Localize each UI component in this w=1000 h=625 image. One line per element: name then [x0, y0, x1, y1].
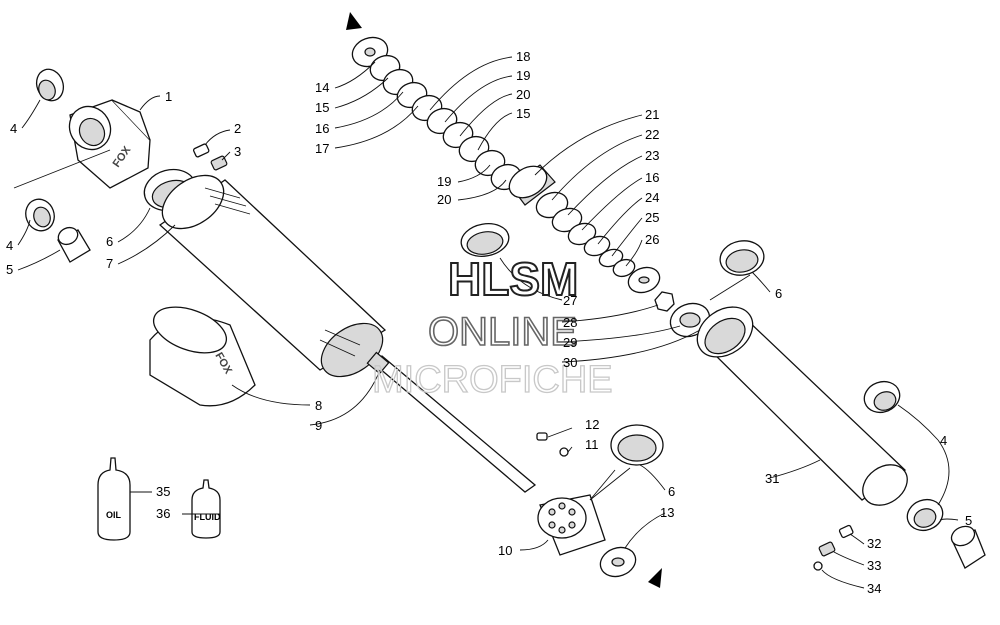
- callout-28: 28: [563, 315, 577, 330]
- callout-34: 34: [867, 581, 881, 596]
- bushing-top-left: [35, 68, 65, 102]
- callout-13: 13: [660, 505, 674, 520]
- callout-36: 36: [156, 506, 170, 521]
- callout-23: 23: [645, 148, 659, 163]
- callout-10: 10: [498, 543, 512, 558]
- ball-34: [813, 561, 823, 571]
- callout-12: 12: [585, 417, 599, 432]
- callout-16-right: 16: [645, 170, 659, 185]
- callout-7: 7: [106, 256, 113, 271]
- callout-35: 35: [156, 484, 170, 499]
- watermark-online: ONLINE: [428, 310, 577, 354]
- callout-11: 11: [585, 437, 599, 452]
- bushing-lower-right: [906, 498, 944, 532]
- direction-arrow-bottom: [648, 568, 662, 588]
- callout-14: 14: [315, 80, 329, 95]
- callout-29: 29: [563, 335, 577, 350]
- callout-25: 25: [645, 210, 659, 225]
- callout-27: 27: [563, 293, 577, 308]
- callout-6-left: 6: [106, 234, 113, 249]
- shaft-9: [366, 351, 537, 493]
- shock-body-7: [158, 174, 387, 378]
- fitting-3: [210, 155, 228, 171]
- callout-33: 33: [867, 558, 881, 573]
- callout-26: 26: [645, 232, 659, 247]
- callout-4-lower-left: 4: [6, 238, 13, 253]
- callout-6-middle: 6: [668, 484, 675, 499]
- watermark-hlsm: HLSM: [448, 253, 578, 305]
- callout-5-right: 5: [965, 513, 972, 528]
- callout-30: 30: [563, 355, 577, 370]
- valve-32: [838, 524, 854, 539]
- bushing-top-right: [863, 380, 901, 414]
- sleeve-8: FOX: [149, 306, 256, 407]
- pin-12: [536, 432, 548, 441]
- washer-13: [599, 546, 637, 578]
- ring-middle: [610, 424, 664, 466]
- shim-stack-lower: [535, 191, 661, 294]
- callout-2: 2: [234, 121, 241, 136]
- callout-6-right: 6: [775, 286, 782, 301]
- callout-15-right: 15: [516, 106, 530, 121]
- nut-28: [654, 291, 675, 312]
- fluid-bottle-label: FLUID: [194, 512, 221, 522]
- callout-9: 9: [315, 418, 322, 433]
- fluid-bottle-36: FLUID: [191, 479, 221, 539]
- callout-5-left: 5: [6, 262, 13, 277]
- piston-10: [537, 494, 606, 556]
- callout-3: 3: [234, 144, 241, 159]
- direction-arrow-top: [346, 12, 362, 30]
- shock-head-eye: FOX: [68, 99, 151, 189]
- spacer-lower-right: [950, 525, 986, 569]
- ball-11: [559, 447, 569, 457]
- piston-21: [508, 164, 556, 206]
- reservoir-body-31: [696, 306, 908, 506]
- callout-4-top-left: 4: [10, 121, 17, 136]
- callout-32: 32: [867, 536, 881, 551]
- callout-15-left: 15: [315, 100, 329, 115]
- callout-21: 21: [645, 107, 659, 122]
- callout-20-top: 20: [516, 87, 530, 102]
- oil-bottle-35: OIL: [97, 457, 131, 541]
- callout-19-lower: 19: [437, 174, 451, 189]
- callout-4-right: 4: [940, 433, 947, 448]
- callout-17: 17: [315, 141, 329, 156]
- callout-31: 31: [765, 471, 779, 486]
- watermark-microfiche: MICROFICHE: [372, 359, 613, 401]
- fitting-2: [192, 143, 210, 158]
- oil-bottle-label: OIL: [106, 510, 122, 520]
- callout-8: 8: [315, 398, 322, 413]
- callout-16-left: 16: [315, 121, 329, 136]
- valve-core-33: [818, 541, 836, 557]
- callout-18: 18: [516, 49, 530, 64]
- ring-right: [719, 240, 765, 276]
- ring-27: [460, 223, 510, 257]
- callout-22: 22: [645, 127, 659, 142]
- bushing-lower-left: [25, 198, 55, 232]
- leader-lines: [13, 56, 959, 589]
- callout-24: 24: [645, 190, 659, 205]
- spacer-lower-left: [57, 226, 91, 263]
- callout-20-lower: 20: [437, 192, 451, 207]
- callout-1: 1: [165, 89, 172, 104]
- shim-stack-upper: [351, 36, 522, 191]
- callout-19-top: 19: [516, 68, 530, 83]
